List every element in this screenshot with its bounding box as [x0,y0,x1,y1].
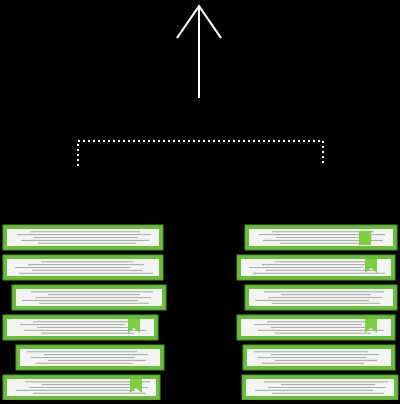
bracket-line [77,140,324,166]
book [244,224,398,251]
dotted-bracket [77,140,324,166]
book [2,314,159,341]
bookmark-tab [359,231,371,245]
left-book-stack [2,224,167,401]
bookmark-ribbon [130,379,142,393]
bookmark-ribbon [365,319,377,333]
book [2,224,164,251]
book [236,314,396,341]
book [15,344,165,371]
book [241,374,399,401]
book [236,254,396,281]
bookmark-ribbon [128,319,140,333]
arrow-head [176,4,222,39]
book [11,284,167,311]
book [2,374,161,401]
book [244,284,398,311]
book [242,344,396,371]
arrow-up-icon [176,4,222,98]
bookmark-ribbon [365,259,377,273]
book [2,254,164,281]
right-book-stack [236,224,399,401]
